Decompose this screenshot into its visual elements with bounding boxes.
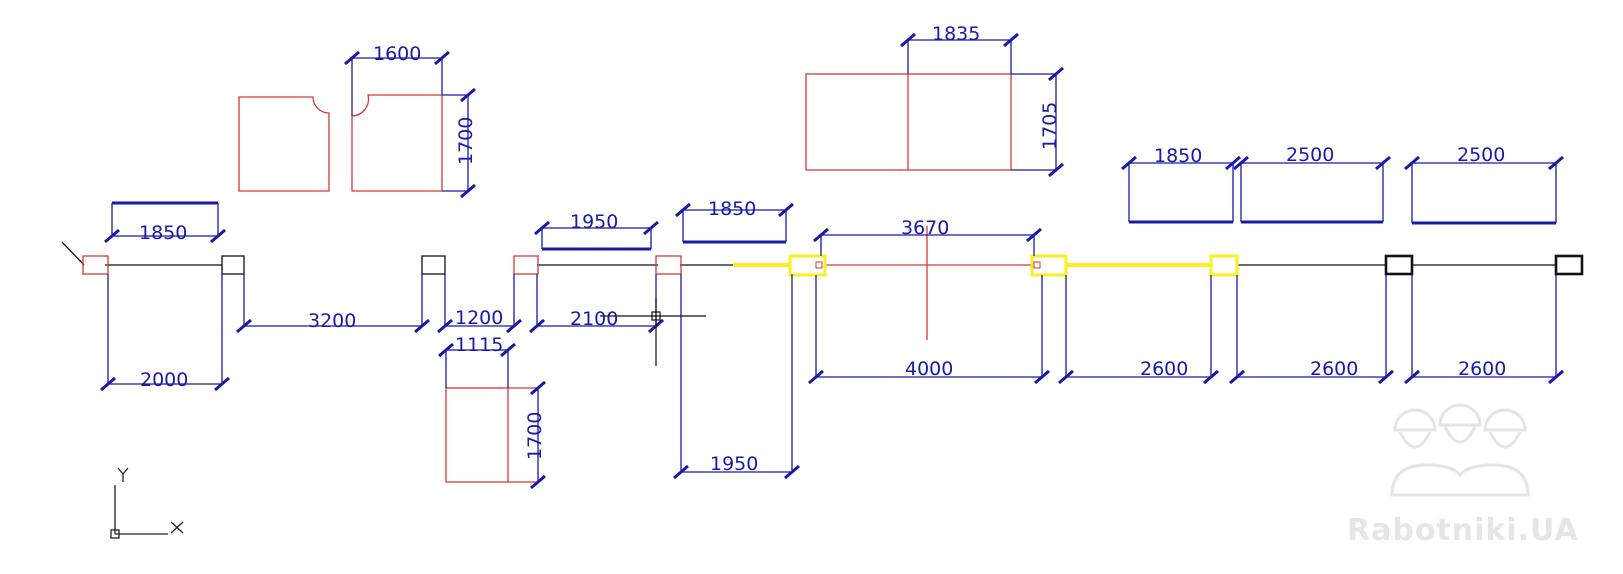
dim-label-1835: 1835 [932,23,980,45]
dim-label-2600-b: 2600 [1310,358,1358,380]
dim-label-2600-a: 2600 [1140,358,1188,380]
dimension-lines [107,39,1557,482]
dim-label-1850-left: 1850 [139,222,187,244]
node-red-small-1 [815,261,823,269]
dim-label-3670: 3670 [901,217,949,239]
node-yellow-1 [788,254,827,277]
dimension-labels: 1850 2000 1600 1700 3200 1200 1115 1700 … [139,23,1506,475]
node-red-small-2 [1033,261,1041,269]
dim-label-1950-bottom: 1950 [710,453,758,475]
dim-label-1850-mid: 1850 [708,198,756,220]
node-red-3 [655,255,682,275]
panel-rounded-right [351,94,443,192]
ucs-axis-icon [110,467,184,539]
node-black-1 [221,255,245,275]
dim-label-1700-bottom: 1700 [524,412,546,460]
dim-label-1700-top: 1700 [455,117,477,165]
dimension-ticks [100,32,1564,490]
leader-line [61,241,85,266]
node-red-1 [82,255,109,275]
watermark-text: Rabotniki.UA [1347,513,1579,548]
dim-label-1200: 1200 [455,307,503,329]
dim-label-2600-c: 2600 [1458,358,1506,380]
dim-label-1950-top: 1950 [570,211,618,233]
crosshair-cursor-icon [600,298,706,366]
watermark: Rabotniki.UA [1347,403,1579,548]
dim-label-2100: 2100 [570,308,618,330]
dim-label-1850-right: 1850 [1154,145,1202,167]
node-markers [82,254,1584,277]
dim-label-1115: 1115 [455,334,503,356]
red-panels [238,73,1012,483]
dim-label-1600: 1600 [373,43,421,65]
node-black-2 [421,255,446,275]
dim-label-4000: 4000 [905,358,953,380]
panel-rounded-left [238,96,330,192]
node-red-2 [513,255,539,275]
panel-lower [445,387,509,483]
node-black-4 [1554,254,1584,276]
dim-label-3200: 3200 [308,310,356,332]
dim-label-2500-b: 2500 [1457,144,1505,166]
dim-label-2000: 2000 [140,369,188,391]
dim-label-2500-a: 2500 [1286,144,1334,166]
node-black-3 [1384,254,1414,276]
watermark-workers-icon [1390,403,1530,497]
node-yellow-2 [1030,254,1068,277]
node-yellow-3 [1209,254,1239,277]
dim-label-1705: 1705 [1039,102,1061,150]
